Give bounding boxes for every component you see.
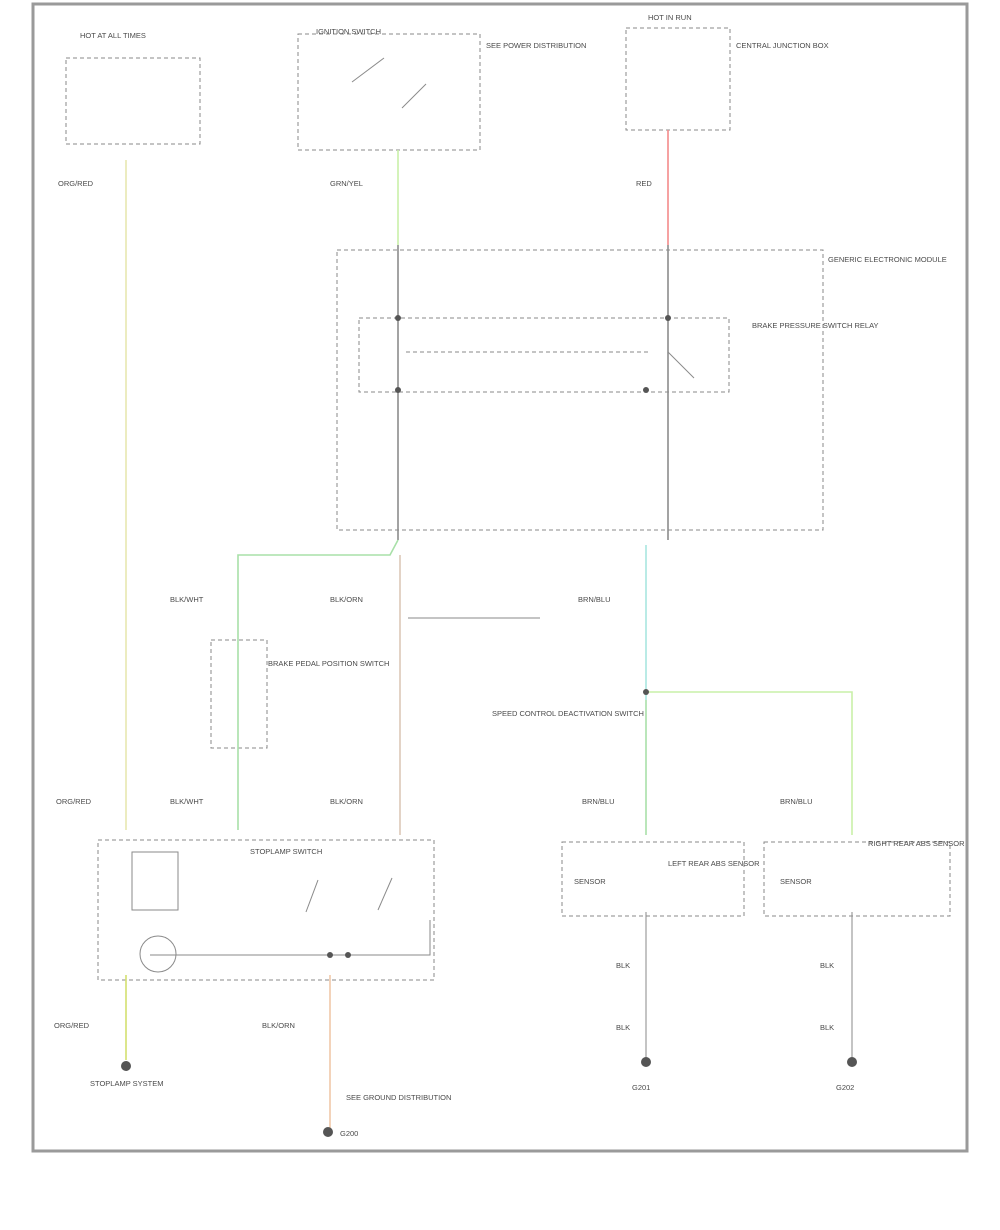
label-ignition-switch-title: IGNITION SWITCH	[316, 27, 381, 36]
label-ignition-switch-desc: SEE POWER DISTRIBUTION	[486, 41, 586, 50]
switch-assembly-box	[97, 839, 435, 981]
label-wire-color-2: GRN/YEL	[330, 179, 363, 188]
wire-green-sensor-2	[646, 691, 853, 835]
diagram-frame	[31, 2, 969, 1153]
brake-switch-box	[210, 639, 268, 749]
ground-symbol	[323, 1127, 333, 1137]
label-ground-wire-4: BLK	[820, 1023, 834, 1032]
connector-dot	[395, 387, 401, 393]
label-fuse-desc: CENTRAL JUNCTION BOX	[736, 41, 829, 50]
label-brake-switch-desc: BRAKE PEDAL POSITION SWITCH	[268, 659, 389, 668]
label-wire-color-10: BRN/BLU	[582, 797, 615, 806]
sensor-2-box	[763, 841, 951, 917]
label-ground-wire-3: BLK	[820, 961, 834, 970]
fuse-block-left	[65, 57, 201, 145]
wire-green-branch	[237, 539, 399, 830]
connector-dot	[643, 387, 649, 393]
label-bottom-left-dest: STOPLAMP SYSTEM	[90, 1079, 164, 1088]
ignition-switch-lever-2	[401, 83, 427, 109]
label-bottom-mid-dest: SEE GROUND DISTRIBUTION	[346, 1093, 451, 1102]
connector-dot	[395, 315, 401, 321]
switch-internal-wire	[150, 920, 431, 956]
label-bottom-wire-1: ORG/RED	[54, 1021, 90, 1030]
label-wire-color-11: BRN/BLU	[780, 797, 813, 806]
label-wire-color-1: ORG/RED	[58, 179, 94, 188]
splice-dot	[643, 689, 649, 695]
ground-symbol	[847, 1057, 857, 1067]
label-ground-wire-1: BLK	[616, 961, 630, 970]
label-ground-3: G202	[836, 1083, 854, 1092]
brake-switch-contact-1	[305, 879, 319, 913]
stoplamp-switch-symbol	[139, 935, 177, 973]
control-module-box	[336, 249, 824, 531]
sensor-1-box	[561, 841, 745, 917]
label-sensor-2-tag: SENSOR	[780, 877, 812, 886]
stoplamp-switch-body	[131, 851, 179, 911]
label-stoplamp-switch: STOPLAMP SWITCH	[250, 847, 322, 856]
label-wire-color-4: BLK/WHT	[170, 595, 204, 604]
relay-box	[358, 317, 730, 393]
label-relay: BRAKE PRESSURE SWITCH RELAY	[752, 321, 879, 330]
label-ground-2: G201	[632, 1083, 650, 1092]
label-hot-in-run-fuse: HOT IN RUN	[648, 13, 692, 22]
ground-symbol	[121, 1061, 131, 1071]
relay-contact	[667, 351, 695, 379]
label-bottom-wire-2: BLK/ORN	[262, 1021, 295, 1030]
label-wire-color-6: BRN/BLU	[578, 595, 611, 604]
ignition-switch-box	[297, 33, 481, 151]
label-ground-1: G200	[340, 1129, 358, 1138]
brake-switch-contact-2	[377, 877, 393, 911]
label-sensor-2: RIGHT REAR ABS SENSOR	[868, 839, 965, 848]
label-wire-color-5: BLK/ORN	[330, 595, 363, 604]
connector-dot	[665, 315, 671, 321]
fuse-block-right	[625, 27, 731, 131]
splice-dot	[345, 952, 351, 958]
label-wire-color-9: BLK/ORN	[330, 797, 363, 806]
label-sensor-1-tag: SENSOR	[574, 877, 606, 886]
label-wire-color-3: RED	[636, 179, 652, 188]
label-hot-at-all-times-fuse: HOT AT ALL TIMES	[80, 31, 146, 40]
label-wire-color-7: ORG/RED	[56, 797, 92, 806]
ignition-switch-lever	[351, 57, 385, 83]
label-sensor-1: LEFT REAR ABS SENSOR	[668, 859, 760, 868]
label-splice-desc: SPEED CONTROL DEACTIVATION SWITCH	[492, 709, 644, 718]
label-gem-module: GENERIC ELECTRONIC MODULE	[828, 255, 947, 264]
label-wire-color-8: BLK/WHT	[170, 797, 204, 806]
ground-symbol	[641, 1057, 651, 1067]
label-ground-wire-2: BLK	[616, 1023, 630, 1032]
splice-dot	[327, 952, 333, 958]
